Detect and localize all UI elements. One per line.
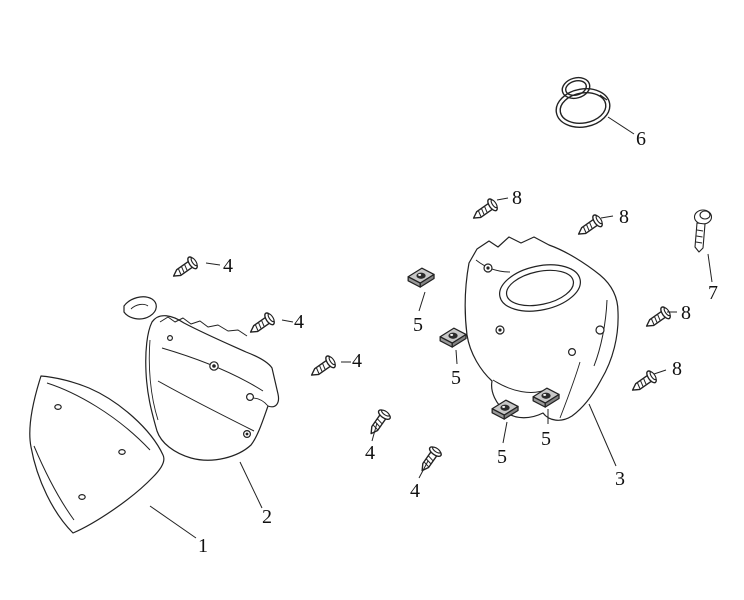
screw-4-icon [246,310,278,339]
callout-label-1: 1 [198,535,208,557]
part-clamp-ring [555,76,611,128]
callout-label-4c: 4 [352,350,362,372]
screw-4-icon [364,407,393,439]
callout-label-8b: 8 [619,206,629,228]
screw-8-icon [574,212,606,241]
callout-label-5d: 5 [541,428,551,450]
clip-nut-icon [407,267,435,288]
part-front-garnish-panel [29,375,165,534]
part-handle-rear-cover [464,236,619,421]
screw-4-icon [415,444,444,476]
callout-label-4a: 4 [223,255,233,277]
callout-label-3: 3 [615,468,625,490]
part-handle-front-cover [123,296,280,461]
part-screw-7 [693,209,713,253]
screw-4-icon [307,353,339,382]
callout-label-4e: 4 [410,480,420,502]
screw-8-icon [469,196,501,225]
callout-label-5c: 5 [497,446,507,468]
callout-label-4d: 4 [365,442,375,464]
screw-4-icon [169,254,201,283]
screw-8-icon [628,368,660,397]
callout-label-7: 7 [708,282,718,304]
callout-label-6: 6 [636,128,646,150]
callout-label-4b: 4 [294,311,304,333]
callout-label-5b: 5 [451,367,461,389]
callout-label-8a: 8 [512,187,522,209]
callout-label-5a: 5 [413,314,423,336]
callout-label-2: 2 [262,506,272,528]
callout-label-8c: 8 [681,302,691,324]
clip-nut-icon [439,327,467,348]
callout-label-8d: 8 [672,358,682,380]
leader-lines [149,116,713,539]
screw-8-icon [642,304,674,333]
